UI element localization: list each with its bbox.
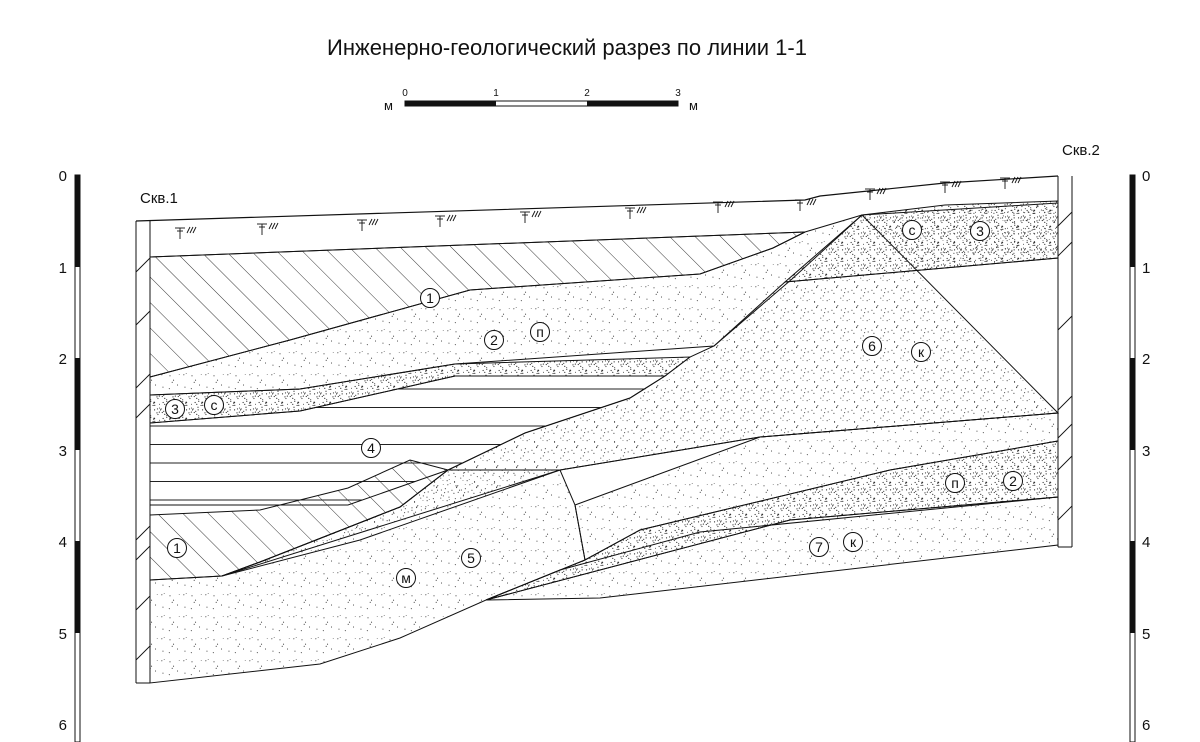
depth-scale-segment: [75, 541, 80, 633]
layers: [149, 200, 1060, 684]
scale-bar-segment: [405, 101, 496, 106]
depth-tick-label: 3: [1142, 443, 1150, 460]
boundary-line: [221, 412, 1059, 577]
layer-marker-text: 2: [1009, 473, 1017, 489]
layer-marker-text: п: [536, 324, 544, 340]
layer-marker-text: 6: [868, 338, 876, 354]
layer-marker-text: с: [211, 397, 218, 413]
topsoil-symbol: [1000, 176, 1022, 189]
borehole-label: Скв.2: [1062, 142, 1100, 159]
layer-marker: п: [530, 322, 550, 342]
topsoil-symbol: [435, 214, 457, 227]
scale-bar-segment: [587, 101, 678, 106]
layer-marker-text: 3: [976, 223, 984, 239]
depth-tick-label: 5: [1142, 626, 1150, 643]
depth-scale-right: 0 1 2 3 4 5 6: [1129, 168, 1150, 742]
boundary-line: [485, 496, 1059, 601]
layer-marker: 1: [420, 288, 440, 308]
depth-tick-label: 4: [59, 534, 67, 551]
topsoil-symbol: [520, 210, 542, 223]
layer-marker: 3: [970, 221, 990, 241]
topsoil-symbol: [257, 222, 279, 235]
scale-unit-left: м: [384, 98, 393, 113]
topsoil-symbol: [940, 180, 962, 193]
layer-marker: с: [902, 220, 922, 240]
layer-marker-text: 1: [173, 540, 181, 556]
depth-tick-label: 6: [1142, 717, 1150, 734]
layer-marker: 4: [361, 438, 381, 458]
layer-marker: 2: [484, 330, 504, 350]
topsoil-symbol: [713, 200, 735, 213]
depth-tick-label: 2: [1142, 351, 1150, 368]
scale-tick-label: 2: [584, 88, 590, 99]
layer-marker-text: 3: [171, 401, 179, 417]
layer-marker-text: 1: [426, 290, 434, 306]
depth-scale-segment: [75, 175, 80, 267]
layer-markers: 1 2 п 3 с 4 1 м 5 6 к с 3 п 2 7 к: [165, 220, 1023, 588]
layer-marker-text: 7: [815, 539, 823, 555]
layer-marker: 7: [809, 537, 829, 557]
depth-scale-segment: [75, 358, 80, 450]
scale-bar: м м 0 1 2 3: [384, 88, 698, 113]
layer-marker-text: с: [909, 222, 916, 238]
borehole-label: Скв.1: [140, 190, 178, 207]
topsoil-symbol: [357, 218, 379, 231]
depth-tick-label: 1: [59, 260, 67, 277]
depth-tick-label: 3: [59, 443, 67, 460]
layer-marker: 5: [461, 548, 481, 568]
topsoil-boundary: [149, 231, 806, 258]
scale-unit-right: м: [689, 98, 698, 113]
layer-marker-text: м: [401, 570, 411, 586]
layer-marker: к: [843, 532, 863, 552]
section-title: Инженерно-геологический разрез по линии …: [327, 35, 807, 60]
layer-marker-text: 2: [490, 332, 498, 348]
depth-scale-left: 0 1 2 3 4 5 6: [59, 168, 81, 742]
layer-marker-text: п: [951, 475, 959, 491]
layer-marker: с: [204, 395, 224, 415]
topsoil-symbol: [625, 206, 647, 219]
depth-tick-label: 0: [59, 168, 67, 185]
scale-tick-label: 0: [402, 88, 408, 99]
layer-marker: м: [396, 568, 416, 588]
depth-tick-label: 1: [1142, 260, 1150, 277]
depth-tick-label: 5: [59, 626, 67, 643]
layer-5: [149, 469, 1059, 684]
layer-marker: п: [945, 473, 965, 493]
borehole-1-hatch: [135, 257, 151, 661]
borehole-2: Скв.2: [1057, 142, 1100, 548]
layer-marker: 2: [1003, 471, 1023, 491]
depth-tick-label: 6: [59, 717, 67, 734]
layer-marker: 3: [165, 399, 185, 419]
layer-marker: 6: [862, 336, 882, 356]
ground-surface: [135, 175, 1059, 222]
depth-tick-label: 4: [1142, 534, 1150, 551]
topsoil-symbol: [175, 226, 197, 239]
layer-marker-text: 4: [367, 440, 375, 456]
depth-scale-segment: [1130, 358, 1135, 450]
topsoil-symbol: [865, 187, 887, 200]
scale-tick-label: 1: [493, 88, 499, 99]
topsoil-symbols: [175, 176, 1022, 239]
layer-marker: 1: [167, 538, 187, 558]
borehole-2-hatch: [1057, 211, 1073, 521]
layer-marker-text: к: [918, 344, 925, 360]
borehole-1: Скв.1: [135, 190, 178, 684]
topsoil-symbol: [795, 198, 817, 211]
layer-marker-text: 5: [467, 550, 475, 566]
layer-marker: к: [911, 342, 931, 362]
depth-scale-segment: [1130, 541, 1135, 633]
depth-tick-label: 2: [59, 351, 67, 368]
depth-scale-segment: [1130, 175, 1135, 267]
depth-tick-label: 0: [1142, 168, 1150, 185]
layer-marker-text: к: [850, 534, 857, 550]
scale-tick-label: 3: [675, 88, 681, 99]
